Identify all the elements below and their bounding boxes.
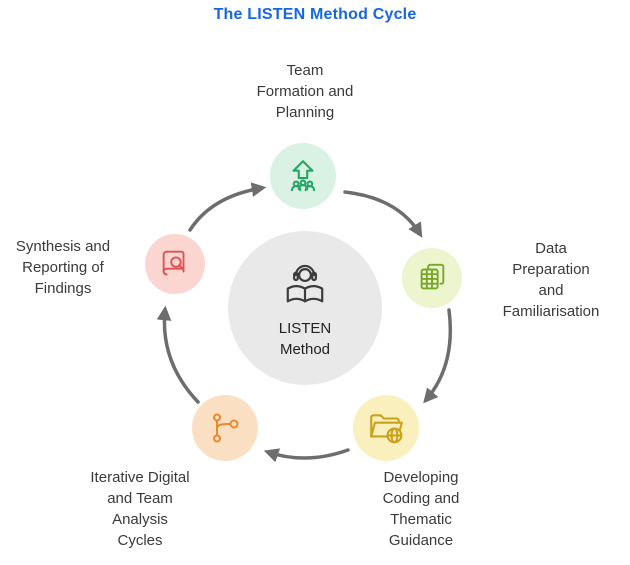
arrow-analysis-to-synthesis bbox=[156, 305, 200, 404]
node-data-preparation bbox=[402, 248, 462, 308]
center-circle: LISTEN Method bbox=[228, 231, 382, 385]
node-analysis-cycles bbox=[192, 395, 258, 461]
node-team-formation bbox=[270, 143, 336, 209]
node-label-team-formation: Team Formation and Planning bbox=[256, 62, 354, 121]
node-coding-guidance bbox=[353, 395, 419, 461]
listen-reader-headphones-icon bbox=[276, 256, 334, 314]
center-label: LISTEN Method bbox=[278, 320, 332, 358]
arrow-synthesis-to-team bbox=[188, 182, 267, 232]
diagram-title: The LISTEN Method Cycle bbox=[213, 6, 417, 23]
team-growth-arrow-icon bbox=[284, 157, 322, 195]
book-magnifier-icon bbox=[158, 247, 192, 281]
node-synthesis-reporting bbox=[145, 234, 205, 294]
arrow-coding-to-analysis bbox=[263, 448, 350, 463]
arrow-data-to-coding bbox=[423, 308, 453, 404]
node-label-synthesis-reporting: Synthesis and Reporting of Findings bbox=[15, 238, 111, 297]
spreadsheet-stack-icon bbox=[415, 261, 449, 295]
node-label-data-preparation: Data Preparation and Familiarisation bbox=[502, 240, 600, 320]
arrow-team-to-data bbox=[343, 190, 423, 238]
node-label-analysis-cycles: Iterative Digital and Team Analysis Cycl… bbox=[90, 469, 190, 549]
branch-network-icon bbox=[207, 410, 243, 446]
folder-globe-icon bbox=[367, 409, 405, 447]
node-label-coding-guidance: Developing Coding and Thematic Guidance bbox=[382, 469, 460, 549]
